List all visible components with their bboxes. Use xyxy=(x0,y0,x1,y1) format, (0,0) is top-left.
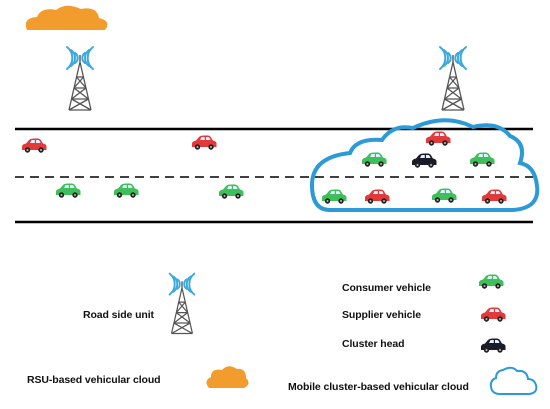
legend-rsu-cloud-label: RSU-based vehicular cloud xyxy=(27,374,161,386)
legend-cluster-head-label: Cluster head xyxy=(342,338,405,350)
consumer-car-icon xyxy=(432,188,457,203)
mobile-cloud-icon xyxy=(309,118,540,212)
consumer-car-icon xyxy=(56,183,81,198)
legend-rsu-tower-icon xyxy=(168,272,196,335)
legend-mobile-cloud-label: Mobile cluster-based vehicular cloud xyxy=(288,381,469,393)
consumer-car-icon xyxy=(470,152,495,167)
legend-mobile-cloud-icon xyxy=(489,366,538,395)
consumer-car-icon xyxy=(362,152,387,167)
legend-consumer-car-icon xyxy=(479,274,504,289)
rsu-tower-icon xyxy=(66,46,94,111)
legend-rsu-cloud-icon xyxy=(206,366,249,388)
supplier-car-icon xyxy=(192,135,217,150)
supplier-car-icon xyxy=(426,131,451,146)
supplier-car-icon xyxy=(365,189,390,204)
road xyxy=(15,127,533,224)
consumer-car-icon xyxy=(322,189,347,204)
legend-supplier-car-icon xyxy=(481,307,506,322)
consumer-car-icon xyxy=(219,184,244,199)
consumer-car-icon xyxy=(114,183,139,198)
cluster-head-car-icon xyxy=(412,153,437,168)
legend-road-side-unit-label: Road side unit xyxy=(83,309,154,321)
supplier-car-icon xyxy=(22,138,47,153)
legend-consumer-label: Consumer vehicle xyxy=(342,282,431,294)
rsu-cloud-icon xyxy=(25,5,108,30)
rsu-tower-icon xyxy=(439,46,467,111)
legend-supplier-label: Supplier vehicle xyxy=(342,309,421,321)
legend-cluster-head-car-icon xyxy=(481,338,506,353)
supplier-car-icon xyxy=(482,189,507,204)
